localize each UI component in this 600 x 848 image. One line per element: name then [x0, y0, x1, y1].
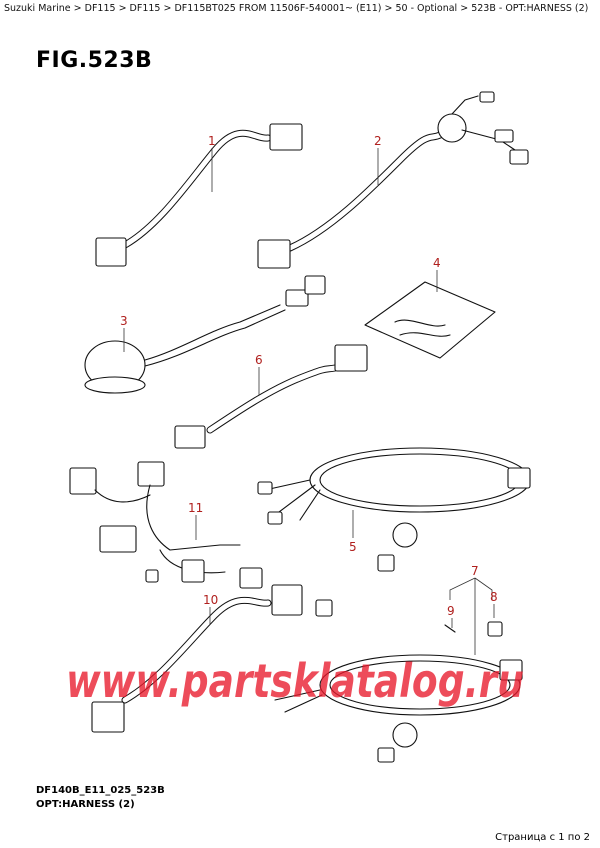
callout-7[interactable]: 7 [471, 564, 479, 578]
figure-code: DF140B_E11_025_523B [36, 785, 165, 796]
callout-4[interactable]: 4 [433, 256, 441, 270]
part-11-harness[interactable] [69, 461, 263, 589]
watermark: www.partsklatalog.ru [66, 654, 524, 708]
part-3-buzzer[interactable] [84, 275, 326, 394]
callout-1[interactable]: 1 [208, 134, 216, 148]
part-9-screw[interactable] [444, 624, 456, 633]
callout-8[interactable]: 8 [490, 590, 498, 604]
part-4-bag[interactable] [364, 281, 496, 359]
callout-10[interactable]: 10 [203, 593, 218, 607]
part-2-harness[interactable] [257, 91, 529, 269]
part-7-harness[interactable] [274, 654, 523, 763]
callout-6[interactable]: 6 [255, 353, 263, 367]
page-counter: Страница с 1 по 2 [495, 832, 590, 843]
figure-title: FIG.523B [36, 48, 153, 73]
part-6-harness[interactable] [174, 344, 368, 449]
figure-name: OPT:HARNESS (2) [36, 799, 135, 810]
breadcrumb[interactable]: Suzuki Marine > DF115 > DF115 > DF115BT0… [4, 3, 589, 14]
callout-3[interactable]: 3 [120, 314, 128, 328]
part-8-clip[interactable] [487, 621, 503, 637]
part-5-harness[interactable] [257, 447, 531, 572]
callout-5[interactable]: 5 [349, 540, 357, 554]
callout-9[interactable]: 9 [447, 604, 455, 618]
part-10-harness[interactable] [91, 584, 333, 733]
leader-lines [123, 148, 495, 655]
callout-11[interactable]: 11 [188, 501, 203, 515]
callout-2[interactable]: 2 [374, 134, 382, 148]
